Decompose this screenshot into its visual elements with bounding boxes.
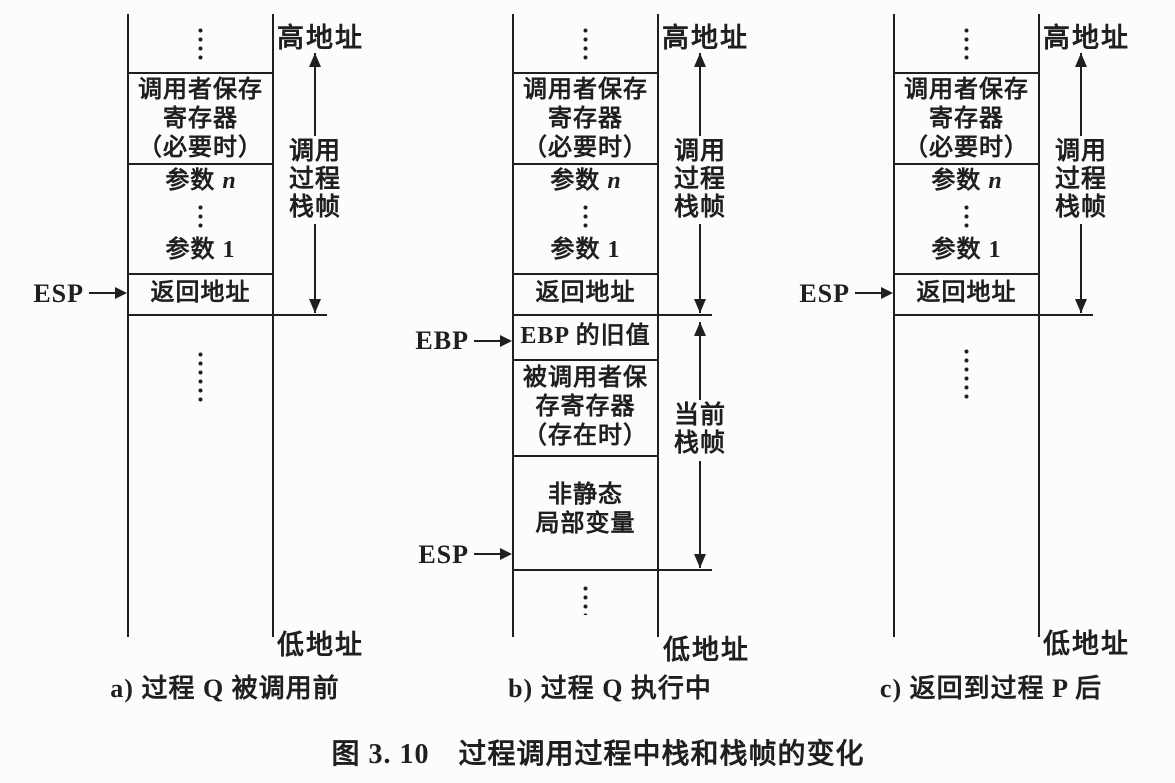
stack-right-wall — [657, 14, 659, 637]
caller-frame-extent-arrow-bottom — [1075, 224, 1087, 313]
caller-frame-extent-arrow-top — [309, 53, 321, 136]
frame-bottom-line — [893, 314, 1093, 316]
high-address-label: 高地址 — [1043, 23, 1130, 53]
current-frame-extent-arrow-bottom — [694, 461, 706, 568]
cell-divider — [512, 359, 659, 361]
cell-divider — [893, 163, 1040, 165]
low-address-label: 低地址 — [277, 630, 364, 660]
caller-frame-label: 调用 过程 栈帧 — [1054, 138, 1107, 221]
esp-pointer-arrow — [474, 548, 512, 560]
cell-param-n: 参数 n — [512, 167, 659, 196]
cell-param-n: 参数 n — [127, 167, 274, 196]
param-n-var: n — [988, 168, 1002, 194]
stack-left-wall — [127, 14, 129, 637]
panel-b: 调用者保存 寄存器 （必要时） 参数 n 参数 1 返回地址 EBP 的旧值 被… — [385, 0, 785, 720]
cell-divider — [512, 273, 659, 275]
param-n-var: n — [607, 168, 621, 194]
cell-caller-saved-registers: 调用者保存 寄存器 （必要时） — [904, 77, 1029, 161]
caller-frame-extent-arrow-bottom — [309, 224, 321, 313]
ellipsis-params — [583, 204, 588, 228]
cell-divider — [127, 273, 274, 275]
cell-caller-saved-registers: 调用者保存 寄存器 （必要时） — [138, 77, 263, 161]
ellipsis-bottom — [583, 585, 588, 615]
stack-right-wall — [1038, 14, 1040, 637]
esp-register-label: ESP — [799, 279, 850, 308]
ellipsis-top — [583, 27, 588, 63]
ellipsis-params — [964, 204, 969, 228]
esp-register-label: ESP — [33, 279, 84, 308]
high-address-label: 高地址 — [662, 23, 749, 53]
cell-callee-saved-registers: 被调用者保 存寄存器 （存在时） — [523, 365, 648, 449]
caller-frame-label: 调用 过程 栈帧 — [288, 138, 341, 221]
cell-ebp-old-value: EBP 的旧值 — [520, 323, 651, 349]
esp-pointer-arrow — [89, 287, 127, 299]
ellipsis-params — [198, 204, 203, 228]
cell-return-address: 返回地址 — [916, 280, 1017, 306]
cell-nonstatic-local-vars: 非静态 局部变量 — [535, 482, 636, 537]
ellipsis-bottom — [964, 348, 969, 400]
stack-left-wall — [512, 14, 514, 637]
ebp-pointer-arrow — [474, 335, 512, 347]
caller-frame-extent-arrow-bottom — [694, 224, 706, 313]
panel-c-caption: c) 返回到过程 P 后 — [879, 674, 1103, 703]
cell-divider — [127, 163, 274, 165]
low-address-label: 低地址 — [663, 635, 750, 665]
panel-a-caption: a) 过程 Q 被调用前 — [110, 674, 340, 703]
figure-caption: 图 3. 10 过程调用过程中栈和栈帧的变化 — [331, 739, 865, 770]
stack-top-line — [512, 569, 712, 571]
param-n-text: 参数 — [931, 168, 989, 194]
panel-c: 调用者保存 寄存器 （必要时） 参数 n 参数 1 返回地址 ESP 高地址 低… — [766, 0, 1166, 720]
ellipsis-top — [964, 27, 969, 63]
cell-param-1: 参数 1 — [931, 237, 1002, 263]
low-address-label: 低地址 — [1043, 629, 1130, 659]
current-frame-extent-arrow-top — [694, 322, 706, 400]
caller-frame-label: 调用 过程 栈帧 — [673, 138, 726, 221]
caller-frame-extent-arrow-top — [694, 53, 706, 136]
cell-return-address: 返回地址 — [535, 280, 636, 306]
caller-frame-extent-arrow-top — [1075, 53, 1087, 136]
panel-b-caption: b) 过程 Q 执行中 — [508, 674, 712, 703]
ebp-register-label: EBP — [415, 326, 469, 355]
cell-divider — [512, 163, 659, 165]
panel-a: 调用者保存 寄存器 （必要时） 参数 n 参数 1 返回地址 ESP 高地址 低… — [0, 0, 400, 720]
cell-divider — [512, 72, 659, 74]
ellipsis-bottom — [198, 351, 203, 403]
stack-right-wall — [272, 14, 274, 637]
cell-divider — [893, 273, 1040, 275]
param-n-text: 参数 — [165, 168, 223, 194]
cell-param-1: 参数 1 — [165, 237, 236, 263]
cell-divider — [893, 72, 1040, 74]
ellipsis-top — [198, 27, 203, 63]
high-address-label: 高地址 — [277, 23, 364, 53]
param-n-text: 参数 — [550, 168, 608, 194]
current-frame-label: 当前 栈帧 — [673, 402, 726, 457]
cell-return-address: 返回地址 — [150, 280, 251, 306]
cell-param-n: 参数 n — [893, 167, 1040, 196]
cell-divider — [512, 455, 659, 457]
stack-left-wall — [893, 14, 895, 637]
frame-bottom-line — [127, 314, 327, 316]
esp-pointer-arrow — [855, 287, 893, 299]
param-n-var: n — [222, 168, 236, 194]
esp-register-label: ESP — [418, 540, 469, 569]
cell-caller-saved-registers: 调用者保存 寄存器 （必要时） — [523, 77, 648, 161]
cell-param-1: 参数 1 — [550, 237, 621, 263]
cell-divider — [127, 72, 274, 74]
caller-frame-bottom-line — [512, 314, 712, 316]
